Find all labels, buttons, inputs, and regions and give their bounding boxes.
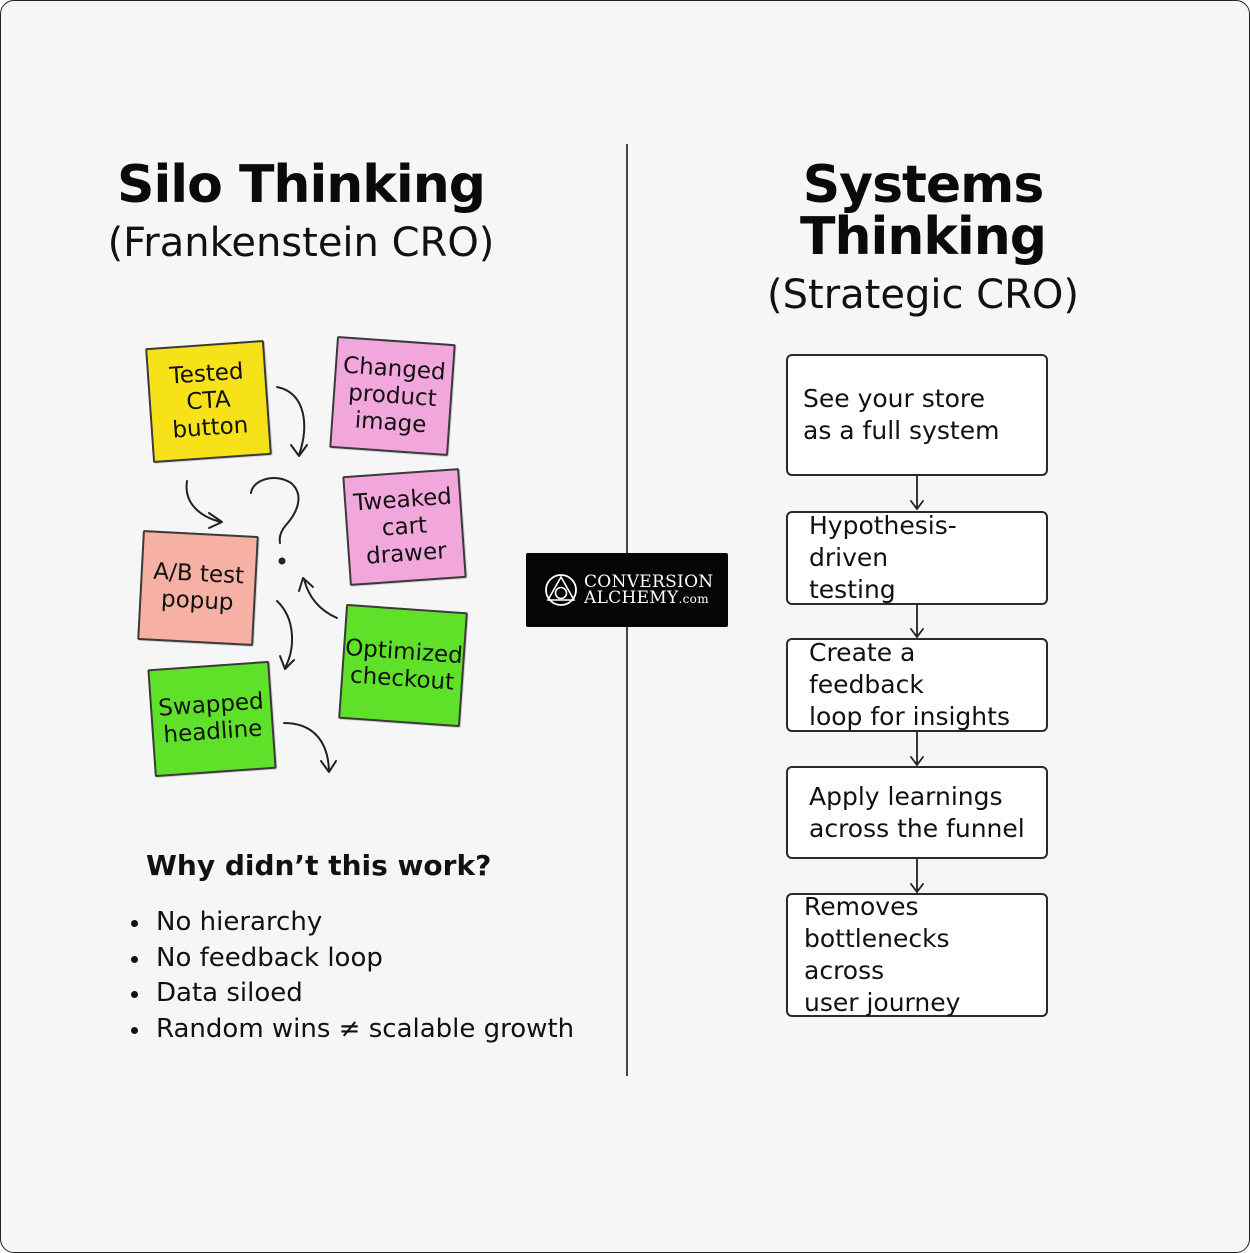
scatter-arrowhead <box>320 760 337 773</box>
systems-title: Systems Thinking <box>800 155 1047 267</box>
silo-subtitle: (Frankenstein CRO) <box>107 220 495 266</box>
scatter-arrow <box>276 386 306 456</box>
scatter-arrowhead <box>290 444 308 457</box>
why-question: Why didn’t this work? <box>146 849 492 882</box>
sticky-note-swapped-headline: Swapped headline <box>147 660 277 778</box>
list-item: Data siloed <box>128 976 574 1012</box>
logo-line-2-text: ALCHEMY <box>584 587 679 608</box>
scatter-arrowhead <box>279 655 295 670</box>
flow-step-feedback-loop: Create a feedback loop for insights <box>786 638 1048 732</box>
question-mark-dot <box>278 557 286 565</box>
reasons-list: No hierarchy No feedback loop Data siloe… <box>128 905 574 1047</box>
list-item: Random wins ≠ scalable growth <box>128 1012 574 1048</box>
sticky-note-tweaked-cart: Tweaked cart drawer <box>342 468 467 586</box>
flow-connector-head <box>910 628 924 638</box>
flow-step-full-system: See your store as a full system <box>786 354 1048 476</box>
scatter-arrow <box>276 600 294 669</box>
scatter-arrow <box>283 722 330 772</box>
silo-title: Silo Thinking <box>117 155 486 215</box>
sticky-note-tested-cta: Tested CTA button <box>145 339 272 464</box>
list-item: No hierarchy <box>128 905 574 941</box>
flow-step-hypothesis: Hypothesis-driven testing <box>786 511 1048 605</box>
scatter-arrow <box>185 480 222 523</box>
logo-wordmark: CONVERSION ALCHEMY.com <box>584 571 714 608</box>
systems-heading: Systems Thinking (Strategic CRO) <box>673 159 1173 315</box>
logo-line-2: ALCHEMY.com <box>584 587 713 608</box>
question-mark-curve <box>250 477 300 544</box>
flow-connector-head <box>910 500 924 510</box>
sticky-note-changed-product: Changed product image <box>329 335 456 457</box>
scatter-arrowhead <box>298 577 314 592</box>
sticky-note-optimized-checkout: Optimized checkout <box>338 603 468 728</box>
silo-heading: Silo Thinking (Frankenstein CRO) <box>61 159 541 263</box>
flow-step-apply-learnings: Apply learnings across the funnel <box>786 766 1048 859</box>
systems-subtitle: (Strategic CRO) <box>767 272 1079 318</box>
sticky-note-ab-test: A/B test popup <box>137 530 259 646</box>
alchemy-symbol-icon <box>545 574 577 606</box>
list-item: No feedback loop <box>128 941 574 977</box>
scatter-arrow <box>303 578 338 619</box>
flow-connector-head <box>910 756 924 766</box>
scatter-arrowhead <box>208 512 223 529</box>
conversion-alchemy-logo: CONVERSION ALCHEMY.com <box>526 553 728 627</box>
flow-step-removes-bottlenecks: Removes bottlenecks across user journey <box>786 892 1048 1017</box>
logo-line-1: CONVERSION <box>584 571 714 592</box>
logo-suffix: .com <box>678 591 709 606</box>
